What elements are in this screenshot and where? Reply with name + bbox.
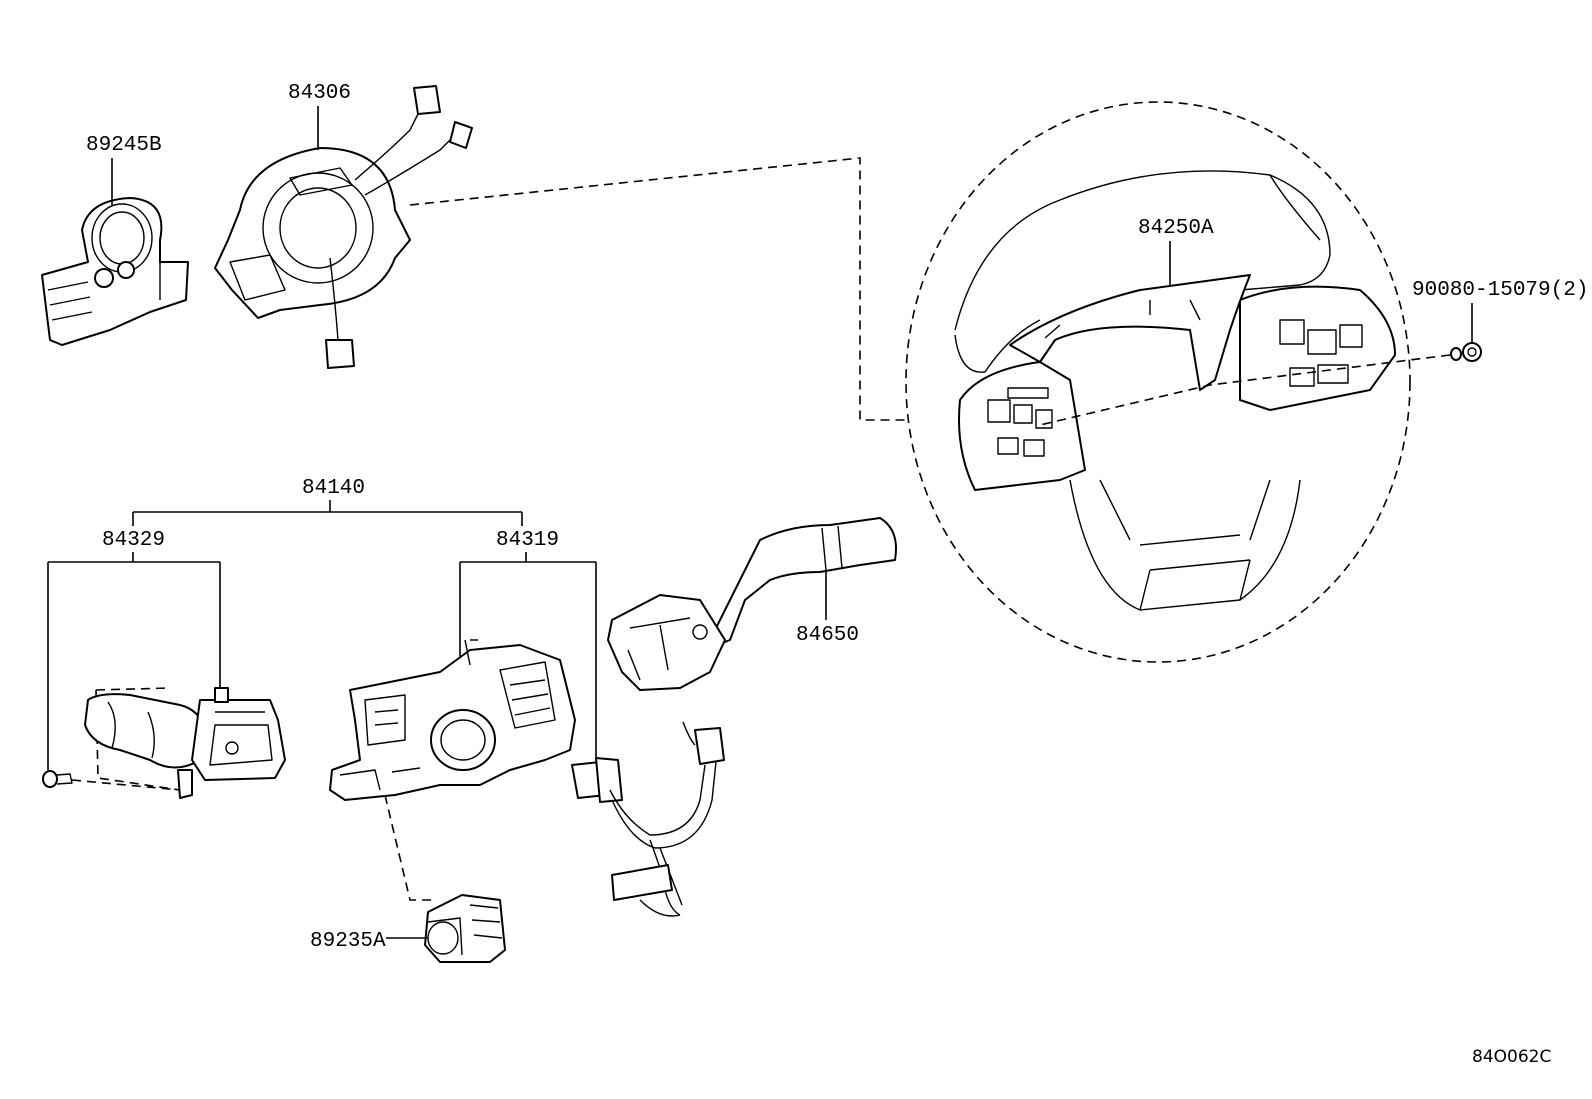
spiral-cable-drawing	[214, 85, 473, 369]
part-label-84650: 84650	[796, 624, 859, 647]
part-label-84306: 84306	[288, 82, 351, 105]
part-label-84250A: 84250A	[1138, 217, 1214, 240]
part-label-89245B: 89245B	[86, 134, 162, 157]
part-label-84329: 84329	[102, 529, 165, 552]
install-line-84306	[409, 157, 905, 421]
harness-drawing	[571, 721, 725, 917]
bracket-84140	[132, 500, 523, 526]
clockspring-sensor-drawing	[41, 197, 189, 346]
part-label-84140: 84140	[302, 477, 365, 500]
bracket-84329	[47, 552, 221, 770]
part-label-89235A: 89235A	[310, 930, 386, 953]
steering-wheel-drawing	[905, 101, 1411, 663]
part-label-84319: 84319	[496, 529, 559, 552]
light-switch-drawing	[84, 687, 286, 799]
screw-drawing	[42, 770, 181, 791]
install-line-bolt	[1039, 354, 1451, 426]
part-label-90080-15079: 90080-15079(2)	[1412, 279, 1588, 302]
steering-sensor-drawing	[424, 894, 506, 963]
wiper-switch-drawing	[607, 517, 897, 691]
bolt-drawing	[1450, 342, 1482, 362]
switch-body-drawing	[329, 639, 576, 901]
reference-code: 84O062C	[1472, 1047, 1551, 1067]
bracket-84319	[459, 552, 597, 760]
